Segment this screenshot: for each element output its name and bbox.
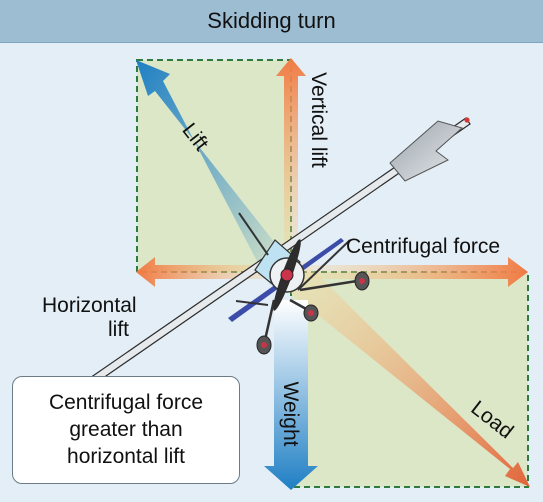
explanation-line-3: horizontal lift (67, 445, 185, 468)
vertical-lift-label: Vertical lift (307, 72, 330, 168)
explanation-line-1: Centrifugal force (48, 391, 204, 414)
right-wheel-hub (359, 278, 365, 284)
load-arrow (278, 261, 530, 487)
airplane (73, 117, 471, 395)
left-wheel-hub (261, 342, 267, 348)
horizontal-lift-arrow (136, 257, 291, 287)
right-wingtip-light (464, 117, 470, 123)
left-gear-leg (263, 299, 276, 341)
weight-arrow (264, 300, 318, 490)
centrifugal-force-label: Centrifugal force (346, 235, 500, 258)
left-wing-strut (235, 300, 269, 306)
horizontal-lift-label-line2: lift (108, 318, 129, 341)
nose-wheel-hub (308, 310, 314, 316)
explanation-line-2: greater than (69, 418, 183, 441)
centrifugal-force-arrow (291, 257, 528, 287)
horizontal-lift-label-line1: Horizontal (42, 294, 137, 317)
diagram-title: Skidding turn (207, 8, 336, 33)
title-bar: Skidding turn (0, 0, 543, 43)
right-wing-strut (297, 239, 351, 291)
explanation-box: Centrifugal force greater than horizonta… (12, 376, 240, 484)
right-gear-leg (299, 279, 358, 292)
fuselage-line (238, 212, 269, 256)
weight-label: Weight (279, 382, 302, 447)
vertical-lift-arrow (276, 58, 306, 272)
propeller-spinner (280, 268, 294, 282)
vertical-tail (389, 120, 464, 182)
